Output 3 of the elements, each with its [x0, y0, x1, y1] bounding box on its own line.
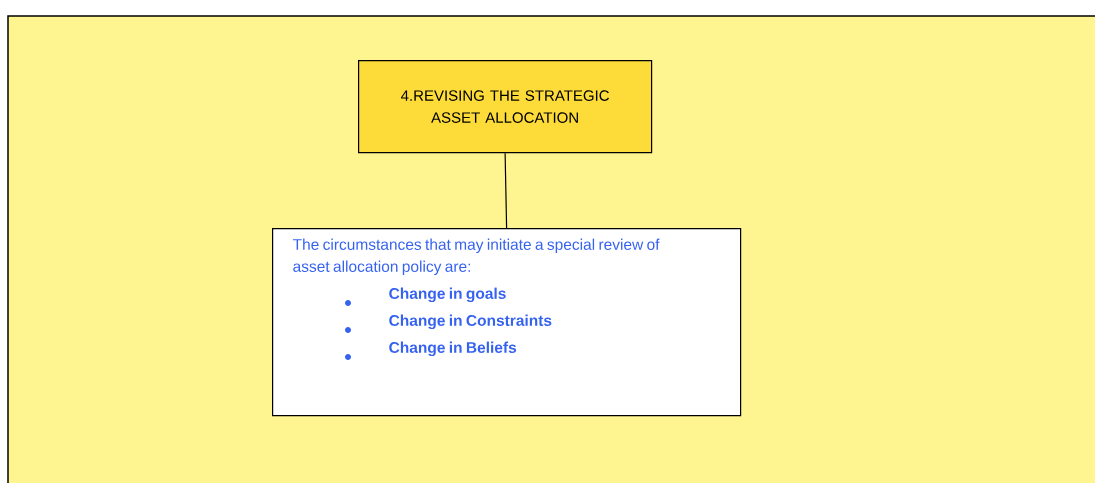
text-box: The circumstances that may initiate a special review of asset allocation policy are: Change in goals Change in Constraints Change in Beliefs	[272, 228, 742, 417]
title-box: 4.REVISING THE STRATEGIC ASSET ALLOCATION	[358, 60, 653, 154]
connector-line	[504, 152, 508, 229]
